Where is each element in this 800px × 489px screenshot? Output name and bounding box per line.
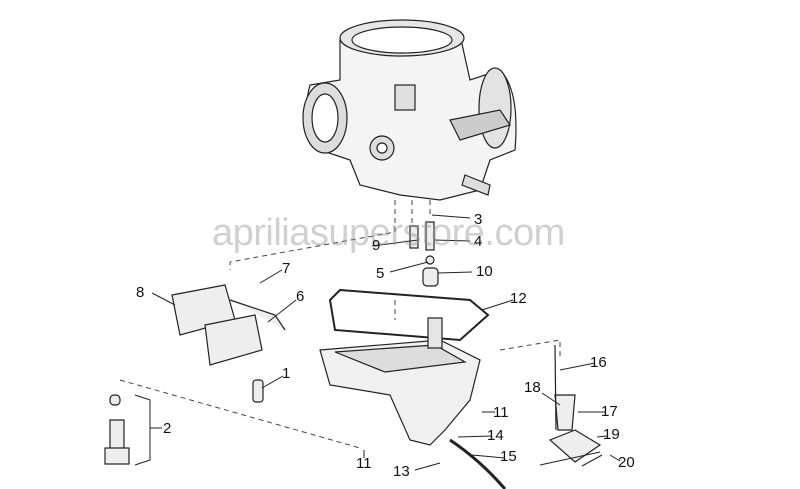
needle-valve bbox=[252, 379, 264, 403]
floats bbox=[171, 284, 286, 366]
callout-20: 20 bbox=[618, 454, 635, 471]
bowl-gasket bbox=[328, 288, 490, 342]
callout-3: 3 bbox=[474, 211, 483, 228]
float-bowl bbox=[319, 317, 481, 446]
callout-18: 18 bbox=[524, 379, 541, 396]
assembly-guide-lines bbox=[119, 200, 561, 449]
callout-12: 12 bbox=[510, 290, 527, 307]
callout-1: 1 bbox=[282, 365, 291, 382]
leader-lines bbox=[134, 214, 621, 471]
watermark: apriliasuperstore.com bbox=[212, 212, 565, 254]
callout-4: 4 bbox=[474, 233, 483, 250]
callout-9: 9 bbox=[372, 237, 381, 254]
drain-hose bbox=[449, 438, 507, 489]
callout-11-lower: 11 bbox=[356, 455, 372, 472]
callout-5: 5 bbox=[376, 265, 385, 282]
callout-14: 14 bbox=[487, 427, 504, 444]
sensor-2 bbox=[104, 394, 130, 465]
cover-assembly bbox=[548, 344, 602, 463]
callout-2: 2 bbox=[163, 420, 172, 437]
callout-19: 19 bbox=[603, 426, 620, 443]
callout-10: 10 bbox=[476, 263, 493, 280]
callout-16: 16 bbox=[590, 354, 607, 371]
carburetor-body bbox=[302, 19, 517, 201]
callout-7: 7 bbox=[282, 260, 291, 277]
callout-6: 6 bbox=[296, 288, 305, 305]
callout-8: 8 bbox=[136, 284, 145, 301]
callout-13: 13 bbox=[393, 463, 410, 480]
callout-17: 17 bbox=[601, 403, 618, 420]
callout-11-upper: 11 bbox=[493, 404, 509, 421]
callout-15: 15 bbox=[500, 448, 517, 465]
